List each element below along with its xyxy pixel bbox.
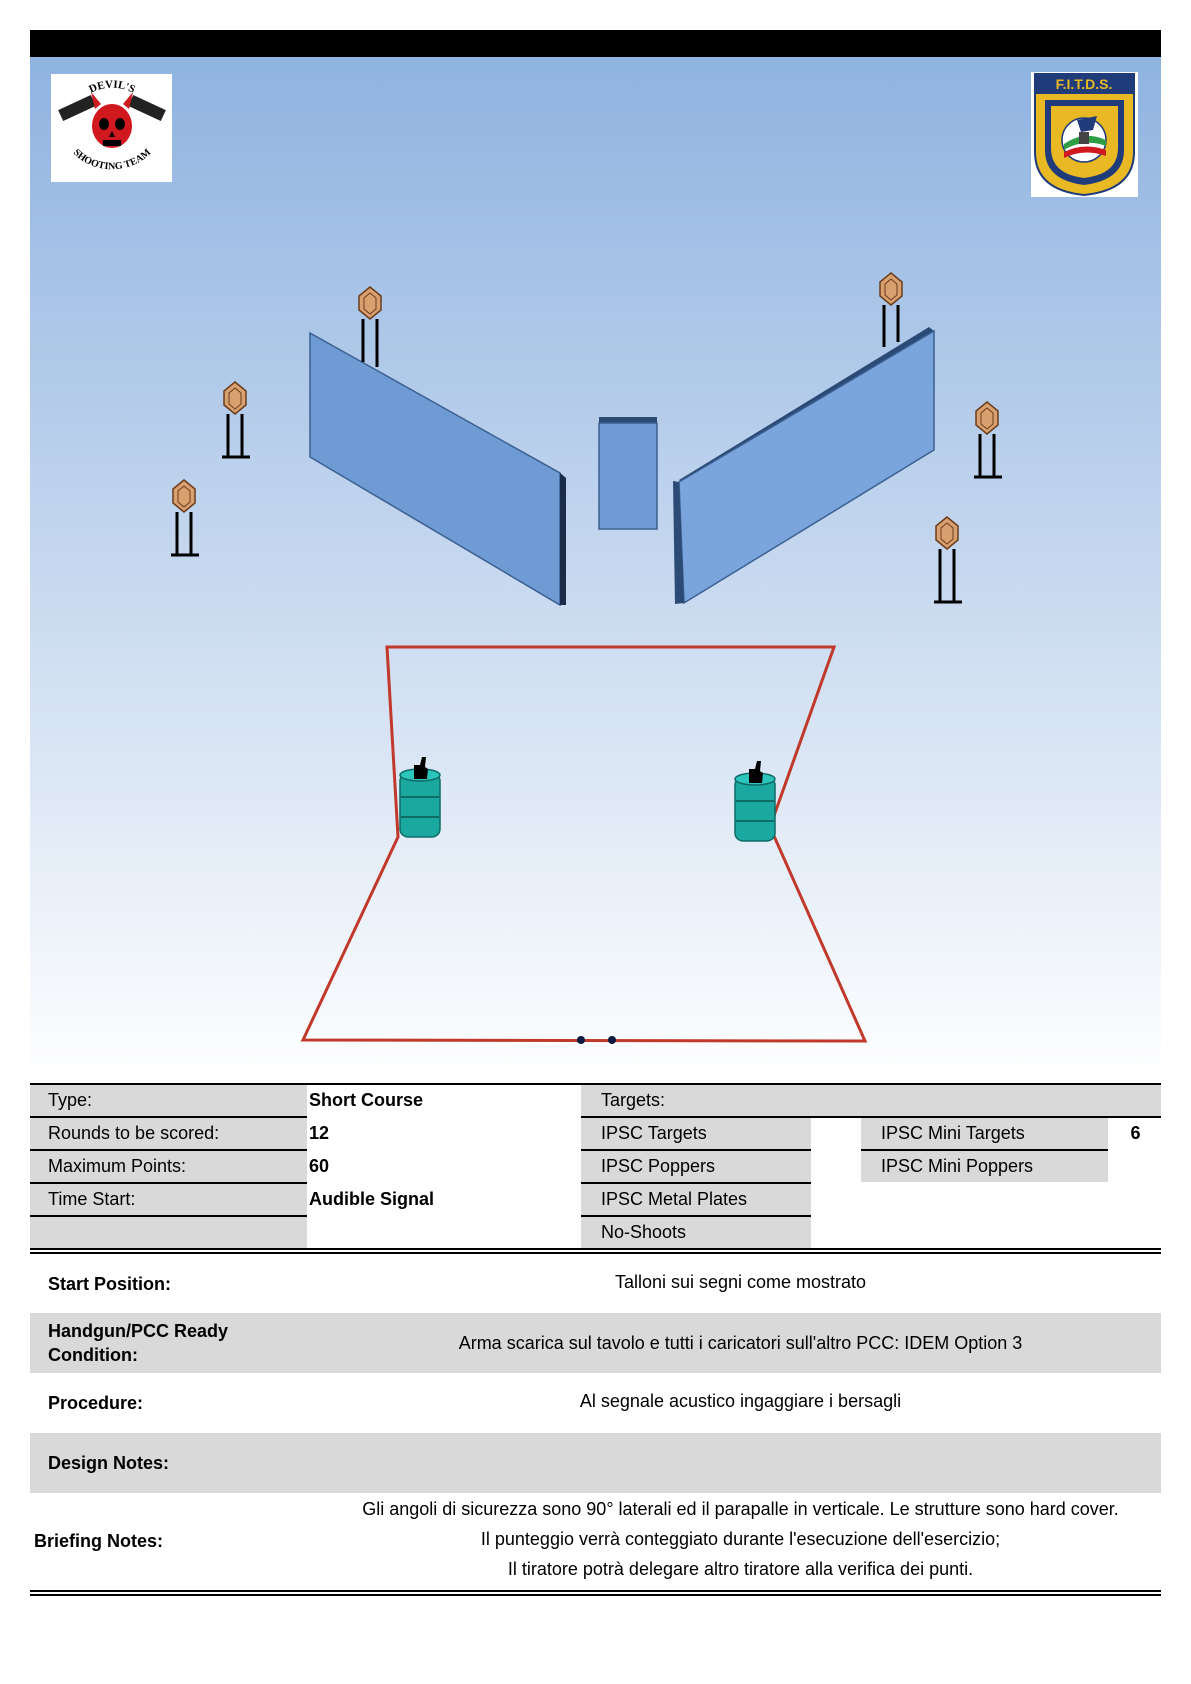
ready-condition-row: Handgun/PCC Ready Condition: Arma scaric… [30, 1313, 1161, 1373]
start-position-value: Talloni sui segni come mostrato [614, 1272, 867, 1292]
ipsc-poppers-label-cell: IPSC Poppers [581, 1151, 811, 1182]
start-position-label: Start Position: [48, 1274, 172, 1294]
row-rule [861, 1149, 1108, 1151]
ipsc-metal-plates-label-cell: IPSC Metal Plates [581, 1184, 811, 1215]
table-bottom-rule [30, 1248, 1161, 1254]
row-rule [581, 1116, 1161, 1118]
ipsc-targets-value [813, 1118, 857, 1149]
ipsc-mini-poppers-label: IPSC Mini Poppers [881, 1156, 1034, 1176]
design-notes-row: Design Notes: [30, 1433, 1161, 1493]
max-points-value: 60 [309, 1156, 330, 1176]
no-shoots-label: No-Shoots [601, 1222, 687, 1242]
target-2 [222, 381, 250, 459]
ready-condition-label: Handgun/PCC Ready Condition: [48, 1321, 229, 1365]
header-bar [30, 30, 1161, 57]
row-rule [30, 1182, 307, 1184]
stage-diagram [30, 57, 1161, 1085]
targets-label-cell: Targets: [581, 1085, 1161, 1116]
start-mark-left [577, 1036, 585, 1044]
target-4 [879, 272, 903, 347]
row-rule [581, 1149, 811, 1151]
barrel-right [734, 761, 776, 842]
center-wall [598, 417, 658, 530]
ipsc-targets-label-cell: IPSC Targets [581, 1118, 811, 1149]
rounds-label-cell: Rounds to be scored: [30, 1118, 307, 1149]
shooting-area [300, 645, 868, 1043]
time-start-label-cell: Time Start: [30, 1184, 307, 1215]
logo-left-top-text: DEVIL'S [87, 79, 137, 96]
stage-drawing [171, 272, 1002, 1044]
type-value: Short Course [309, 1090, 424, 1110]
ipsc-mini-targets-value: 6 [1130, 1123, 1141, 1143]
fitds-logo: F.I.T.D.S. [1031, 72, 1138, 197]
target-1 [358, 286, 382, 367]
left-wall [309, 331, 566, 607]
row-rule [581, 1182, 811, 1184]
row-rule [30, 1149, 307, 1151]
briefing-line-1: Gli angoli di sicurezza sono 90° lateral… [362, 1499, 1119, 1519]
logo-right-acronym: F.I.T.D.S. [1056, 76, 1113, 92]
time-start-value: Audible Signal [309, 1189, 435, 1209]
ipsc-poppers-label: IPSC Poppers [601, 1156, 716, 1176]
ready-condition-value: Arma scarica sul tavolo e tutti i carica… [458, 1333, 1023, 1353]
start-position-row: Start Position: Talloni sui segni come m… [30, 1255, 1161, 1313]
row-rule [581, 1215, 811, 1217]
procedure-row: Procedure: Al segnale acustico ingaggiar… [30, 1373, 1161, 1433]
right-wall [673, 327, 935, 605]
briefing-line-2: Il punteggio verrà conteggiato durante l… [480, 1529, 1001, 1549]
start-mark-right [608, 1036, 616, 1044]
briefing-line-3: Il tiratore potrà delegare altro tirator… [507, 1559, 974, 1579]
devils-shooting-team-logo: DEVIL'S SHOOTING TEAM [51, 74, 172, 182]
type-label-cell: Type: [30, 1085, 307, 1116]
rounds-value: 12 [309, 1123, 330, 1143]
ipsc-mini-poppers-label-cell: IPSC Mini Poppers [861, 1151, 1108, 1182]
ipsc-mini-targets-label-cell: IPSC Mini Targets [861, 1118, 1108, 1149]
max-points-label-cell: Maximum Points: [30, 1151, 307, 1182]
ipsc-metal-plates-label: IPSC Metal Plates [601, 1189, 748, 1209]
row-rule [30, 1215, 307, 1217]
time-start-label: Time Start: [48, 1189, 136, 1209]
no-shoots-label-cell: No-Shoots [581, 1217, 811, 1248]
table-top-rule [30, 1083, 1161, 1085]
barrel-left [399, 757, 441, 838]
briefing-notes-label: Briefing Notes: [34, 1531, 164, 1551]
svg-text:DEVIL'S: DEVIL'S [87, 79, 137, 96]
type-label: Type: [48, 1090, 93, 1110]
svg-text:SHOOTING TEAM: SHOOTING TEAM [71, 147, 154, 173]
target-6 [934, 516, 962, 604]
empty-label-cell [30, 1217, 307, 1248]
procedure-value: Al segnale acustico ingaggiare i bersagl… [579, 1391, 902, 1411]
logo-left-bottom-text: SHOOTING TEAM [71, 147, 154, 173]
target-5 [974, 401, 1002, 479]
page-bottom-rule [30, 1590, 1161, 1596]
briefing-notes-row: Briefing Notes: Gli angoli di sicurezza … [30, 1493, 1161, 1585]
target-3 [171, 479, 199, 557]
max-points-label: Maximum Points: [48, 1156, 187, 1176]
ipsc-targets-label: IPSC Targets [601, 1123, 707, 1143]
procedure-label: Procedure: [48, 1393, 144, 1413]
targets-label: Targets: [601, 1090, 666, 1110]
ipsc-mini-targets-label: IPSC Mini Targets [881, 1123, 1025, 1143]
row-rule [30, 1116, 307, 1118]
design-notes-label: Design Notes: [48, 1453, 170, 1473]
rounds-label: Rounds to be scored: [48, 1123, 220, 1143]
